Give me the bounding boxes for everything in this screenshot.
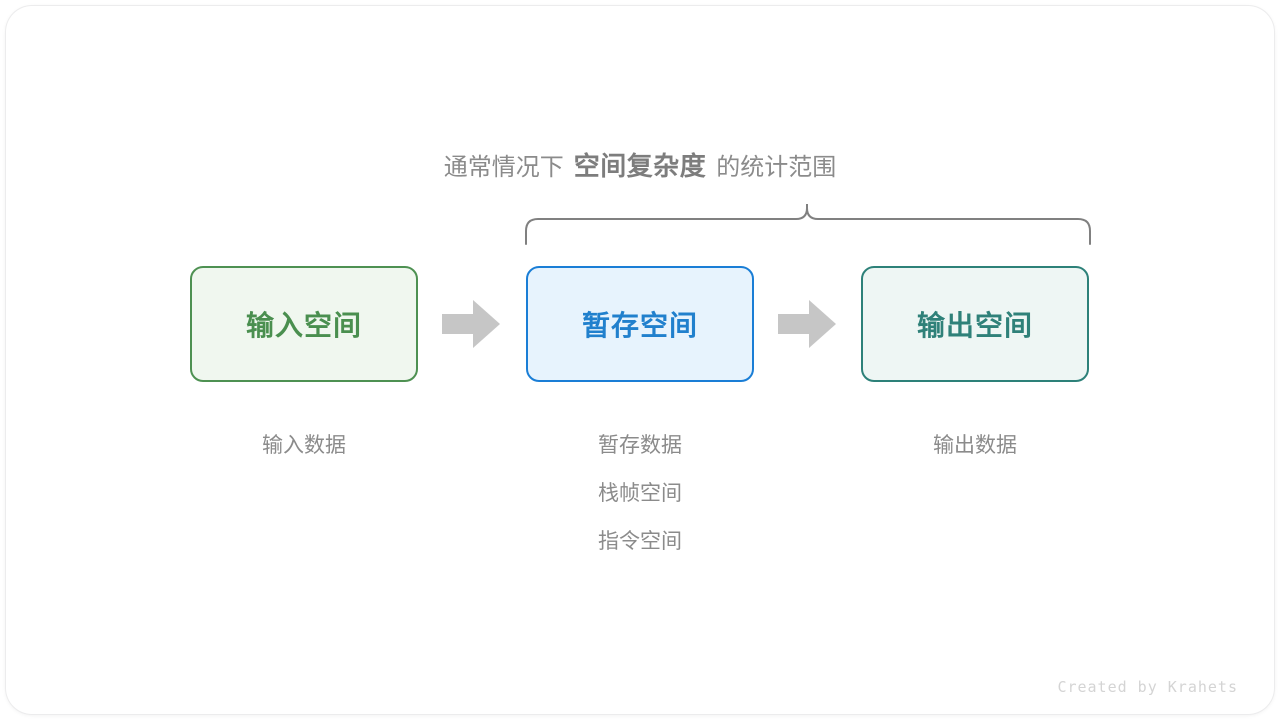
brace-caption-suffix: 的统计范围 xyxy=(716,154,837,181)
brace-caption-emphasis: 空间复杂度 xyxy=(573,151,707,181)
caption-temp-data: 暂存数据 xyxy=(598,434,682,457)
box-output-space-label: 输出空间 xyxy=(916,310,1033,341)
box-output-space[interactable]: 输出空间 xyxy=(861,266,1089,382)
box-temp-space[interactable]: 暂存空间 xyxy=(526,266,754,382)
caption-column-output: 输出数据 xyxy=(825,422,1125,470)
caption-output-data: 输出数据 xyxy=(933,434,1017,457)
caption-column-temp: 暂存数据 栈帧空间 指令空间 xyxy=(490,422,790,566)
arrow-right-icon xyxy=(778,300,836,348)
caption-instruction-space: 指令空间 xyxy=(598,530,682,553)
brace-caption: 通常情况下空间复杂度的统计范围 xyxy=(0,148,1280,186)
caption-input-data: 输入数据 xyxy=(262,434,346,457)
box-input-space-label: 输入空间 xyxy=(245,310,362,341)
caption-stack-frame-space: 栈帧空间 xyxy=(598,482,682,505)
arrow-right-icon xyxy=(442,300,500,348)
box-input-space[interactable]: 输入空间 xyxy=(190,266,418,382)
watermark: Created by Krahets xyxy=(1057,678,1238,696)
box-temp-space-label: 暂存空间 xyxy=(581,310,698,341)
caption-column-input: 输入数据 xyxy=(154,422,454,470)
curly-brace-down-icon xyxy=(525,204,1091,245)
brace-caption-prefix: 通常情况下 xyxy=(443,154,564,181)
